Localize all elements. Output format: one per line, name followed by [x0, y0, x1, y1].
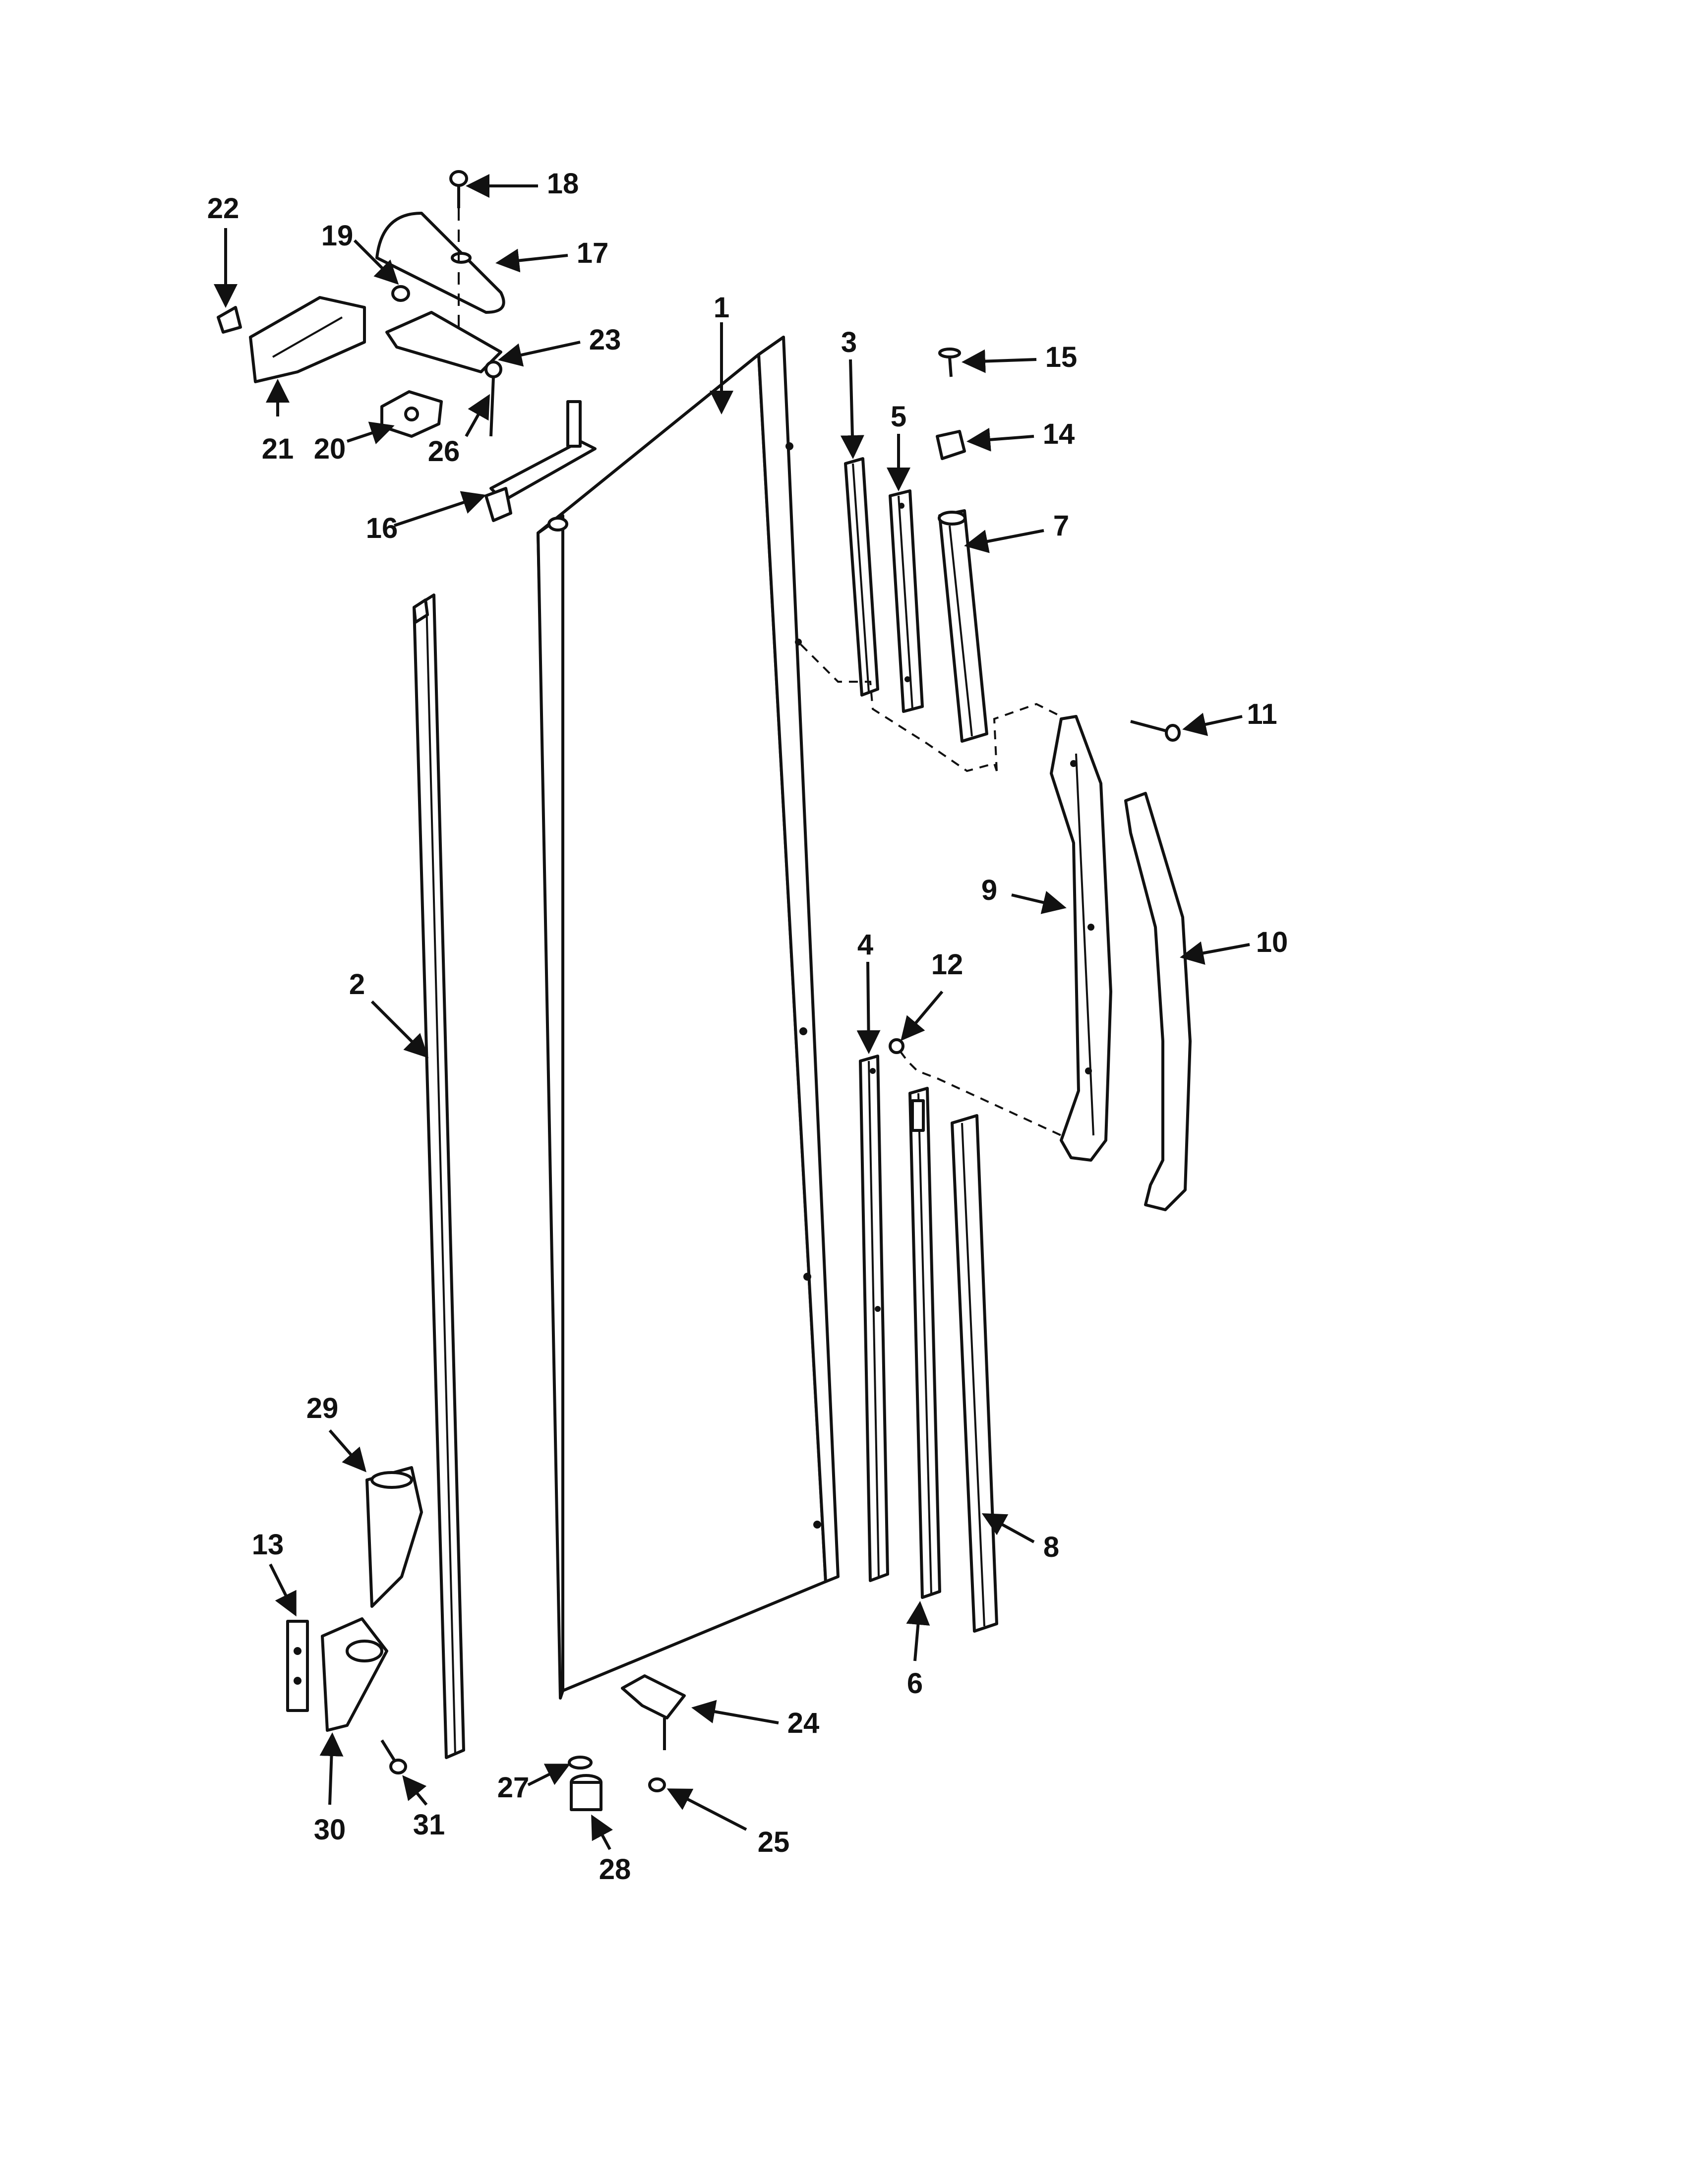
- callout-26: 26: [428, 435, 460, 468]
- screw-31: [380, 1739, 407, 1774]
- handle-trim: [1124, 792, 1192, 1211]
- leader-arrows: [214, 174, 1250, 1850]
- callout-22: 22: [207, 192, 240, 225]
- hinge-block-21: [249, 296, 366, 383]
- lower-trim-strip: [859, 1055, 889, 1582]
- callout-11: 11: [1247, 698, 1277, 730]
- bushing-28: [570, 1774, 602, 1811]
- callout-12: 12: [931, 948, 963, 981]
- callout-9: 9: [981, 874, 997, 906]
- callout-5: 5: [891, 401, 906, 433]
- hinge-plate-23: [385, 311, 502, 378]
- screw-11: [1130, 720, 1181, 742]
- washer-27: [568, 1756, 593, 1770]
- upper-channel: [889, 489, 924, 713]
- door-panel: [537, 336, 840, 1700]
- screw-19: [391, 285, 410, 302]
- callout-13: 13: [252, 1529, 284, 1561]
- shim-20: [380, 390, 443, 438]
- callout-10: 10: [1256, 926, 1288, 958]
- callout-25: 25: [758, 1826, 790, 1858]
- callout-17: 17: [577, 237, 609, 269]
- callout-31: 31: [413, 1809, 445, 1841]
- assembly-lines: [800, 644, 1062, 1136]
- upper-trim-strip: [844, 457, 879, 697]
- hinge-cover-17: [375, 212, 505, 314]
- hinge-16: [484, 400, 597, 522]
- bracket-14: [936, 430, 966, 460]
- lower-channel: [908, 1087, 941, 1599]
- callout-4: 4: [857, 929, 873, 961]
- hinge-pin-26: [489, 376, 495, 437]
- bracket-cover-29: [365, 1466, 423, 1608]
- clip-22: [217, 306, 242, 334]
- lower-handle-trim: [951, 1114, 998, 1633]
- screw-18: [449, 170, 468, 347]
- callout-14: 14: [1043, 418, 1075, 450]
- bottom-hinge-24: [621, 1674, 686, 1750]
- callout-29: 29: [306, 1392, 339, 1424]
- callout-15: 15: [1045, 341, 1078, 373]
- callout-20: 20: [314, 433, 346, 465]
- screw-25: [648, 1777, 666, 1792]
- callout-6: 6: [907, 1667, 923, 1700]
- callout-3: 3: [841, 326, 857, 358]
- callout-2: 2: [349, 968, 365, 1001]
- callout-18: 18: [547, 168, 579, 200]
- callout-21: 21: [262, 433, 294, 465]
- callout-16: 16: [366, 512, 398, 544]
- callout-24: 24: [787, 1707, 820, 1739]
- gasket-strip: [413, 593, 465, 1759]
- callout-28: 28: [599, 1853, 631, 1886]
- callout-19: 19: [321, 220, 354, 252]
- callout-27: 27: [497, 1771, 530, 1804]
- upper-handle-trim: [938, 509, 988, 743]
- lower-bracket-30: [321, 1617, 388, 1732]
- plate-13: [286, 1620, 309, 1712]
- callout-7: 7: [1053, 510, 1069, 542]
- callout-8: 8: [1043, 1531, 1059, 1563]
- callout-30: 30: [314, 1814, 346, 1846]
- screw-15: [938, 348, 961, 377]
- door-handle: [1050, 715, 1112, 1162]
- callout-labels: 1 2 3 4 5 6 7 8 9 10 11 12 13 14 15 16 1…: [207, 168, 1288, 1886]
- callout-23: 23: [589, 324, 621, 356]
- callout-1: 1: [714, 292, 729, 324]
- plug-12: [889, 1038, 904, 1054]
